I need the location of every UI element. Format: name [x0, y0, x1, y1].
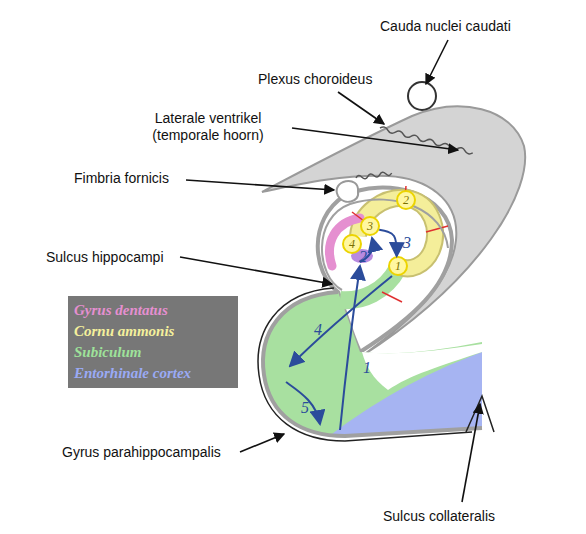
pathway-arrow — [340, 266, 360, 430]
boundary-tick — [382, 292, 402, 302]
pathway-number: 4 — [314, 322, 322, 338]
leader-line — [180, 257, 332, 284]
subiculum-region — [263, 292, 482, 436]
pathway-arrow — [290, 276, 392, 366]
callout-number: 1 — [395, 260, 401, 272]
legend-entry: Cornu ammonis — [74, 321, 232, 342]
white-matter — [362, 344, 482, 390]
part-label: Sulcus hippocampi — [46, 249, 164, 266]
callout-number: 3 — [367, 220, 373, 232]
collateral-sulcus-line — [466, 396, 494, 432]
choroid-plexus — [356, 171, 392, 180]
part-label: Fimbria fornicis — [74, 170, 169, 187]
pathway-number: 1 — [363, 360, 371, 376]
leader-line — [240, 434, 284, 452]
pathway-arrow — [286, 382, 320, 424]
part-label: Laterale ventrikel (temporale hoorn) — [126, 110, 290, 144]
pathway-number: 5 — [301, 400, 309, 416]
pathway-number: 3 — [403, 235, 411, 251]
legend-text: Gyrus dentatus — [74, 302, 168, 318]
leader-line — [338, 92, 384, 124]
legend-box: Gyrus dentatusCornu ammonisSubiculumEnto… — [68, 296, 238, 388]
callout-number: 2 — [403, 194, 409, 206]
cortex-outline — [263, 292, 482, 436]
leader-line — [462, 404, 480, 502]
hippocampal-fissure-line — [322, 200, 448, 290]
legend-entry: Gyrus dentatus — [74, 300, 232, 321]
part-label: Plexus choroideus — [258, 71, 372, 88]
fimbria-shape — [337, 181, 359, 202]
leader-line — [186, 180, 334, 190]
legend-entry: Subiculum — [74, 342, 232, 363]
pathway-number: 2 — [359, 249, 367, 265]
callout-circle: 3 — [360, 216, 380, 236]
boundary-tick — [426, 226, 448, 232]
part-label: Sulcus collateralis — [383, 508, 495, 525]
legend-text: Entorhinale cortex — [74, 365, 191, 381]
cortex-guide — [267, 298, 346, 432]
choroid-plexus — [379, 126, 473, 155]
leader-line — [426, 40, 448, 84]
callout-number: 4 — [349, 238, 355, 250]
legend-entry: Entorhinale cortex — [74, 363, 232, 384]
part-label: Cauda nuclei caudati — [380, 18, 511, 35]
callout-circle: 2 — [396, 190, 416, 210]
pathway-connector — [379, 230, 396, 256]
legend-text: Cornu ammonis — [74, 323, 174, 339]
caudate-tail — [408, 82, 436, 110]
part-label: Gyrus parahippocampalis — [62, 444, 221, 461]
legend-text: Subiculum — [74, 344, 142, 360]
callout-circle: 1 — [388, 256, 408, 276]
leader-line — [292, 128, 458, 150]
